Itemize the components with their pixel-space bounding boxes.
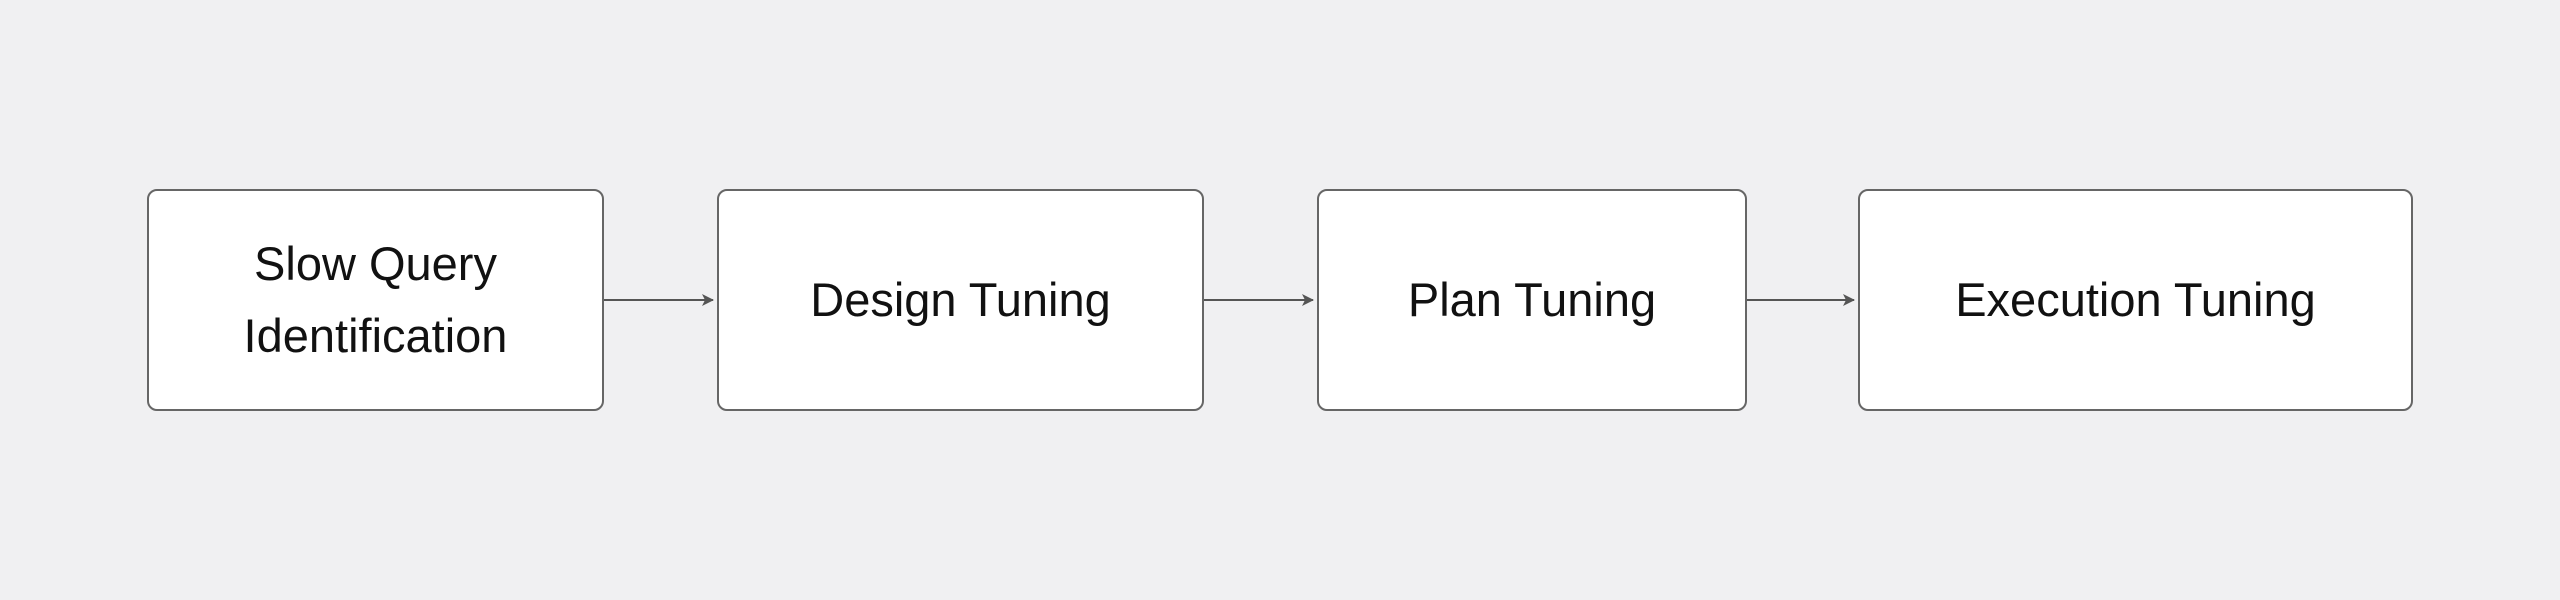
step-slow-query-identification: Slow Query Identification: [147, 189, 604, 411]
step-label: Plan Tuning: [1407, 273, 1657, 326]
step-plan-tuning: Plan Tuning: [1317, 189, 1747, 411]
step-label: Slow Query Identification: [243, 237, 508, 362]
step-design-tuning: Design Tuning: [717, 189, 1204, 411]
step-execution-tuning: Execution Tuning: [1858, 189, 2413, 411]
step-label: Execution Tuning: [1955, 273, 2316, 326]
step-label: Design Tuning: [810, 273, 1111, 326]
